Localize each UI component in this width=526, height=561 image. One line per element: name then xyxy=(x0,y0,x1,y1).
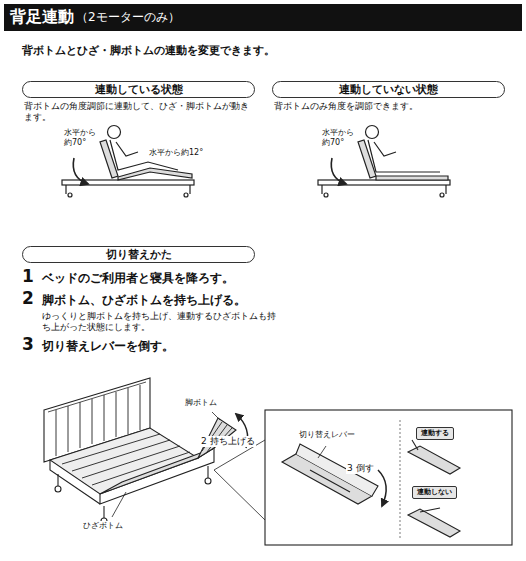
node-text: 連動していない状態 xyxy=(279,83,498,96)
bed-figure xyxy=(48,382,146,412)
illustration-part xyxy=(80,402,81,448)
illustration-part xyxy=(104,395,105,441)
bed-unlinked-figure xyxy=(318,126,450,198)
node-text: 連動している状態 xyxy=(29,83,248,96)
illustration-part xyxy=(128,388,129,434)
bed-unlinked-figure xyxy=(318,180,450,185)
lever-detail xyxy=(420,508,440,512)
step-text: 切り替えレバーを倒す。 xyxy=(42,339,174,354)
lever-detail xyxy=(296,444,378,496)
lever-detail xyxy=(408,446,460,474)
bed-unlinked-figure xyxy=(445,185,446,194)
bed-linked-figure xyxy=(65,185,66,194)
angle-label: 水平から約70° xyxy=(322,128,358,148)
bed-unlinked-figure xyxy=(331,158,346,184)
illustration-part xyxy=(92,452,190,485)
bed-linked-figure xyxy=(73,158,88,184)
bed-linked-figure xyxy=(184,193,188,197)
bed-figure xyxy=(212,412,220,420)
title-bar xyxy=(4,4,522,31)
bed-figure xyxy=(55,486,61,492)
illustration-part xyxy=(140,385,141,430)
section-heading: 連動している状態 xyxy=(22,81,255,98)
section-heading: 連動していない状態 xyxy=(272,81,505,98)
bed-figure xyxy=(44,378,265,524)
part-label: 切り替えレバー xyxy=(298,430,356,440)
lever-detail xyxy=(318,446,326,458)
bed-figure xyxy=(103,506,104,518)
bed-unlinked-figure xyxy=(321,185,322,194)
step-text: 脚ボトム、ひざボトムを持ち上げる。 xyxy=(42,293,246,308)
bed-unlinked-figure xyxy=(374,142,396,156)
part-label: 脚ボトム xyxy=(184,398,218,408)
bed-figure xyxy=(207,466,208,478)
bed-unlinked-figure xyxy=(440,193,444,197)
step-callout: 3 倒す xyxy=(346,463,375,474)
step-number: 2 xyxy=(22,288,34,309)
lever-detail xyxy=(310,470,350,492)
section-heading: 切り替えかた xyxy=(22,246,255,263)
bed-unlinked-figure xyxy=(368,140,440,172)
step-text: ベッドのご利用者と寝具を降ろす。 xyxy=(42,271,234,286)
bed-figure xyxy=(112,492,126,517)
illustration-part xyxy=(72,440,170,471)
illustration-part xyxy=(92,399,93,444)
bed-linked-figure xyxy=(116,142,138,156)
bed-figure xyxy=(205,478,211,484)
illustration-part xyxy=(68,406,69,452)
bed-linked-figure xyxy=(62,126,194,198)
bed-linked-figure xyxy=(108,126,121,139)
state-description: 背ボトムの角度調節に連動して、ひざ・脚ボトムが動きます。 xyxy=(24,101,256,122)
node-text: 連動する xyxy=(421,429,449,438)
node-text: 連動しない xyxy=(417,488,452,497)
lever-detail xyxy=(378,470,386,506)
part-label: ひざボトム xyxy=(82,521,124,531)
illustration-part xyxy=(62,434,160,464)
bed-linked-figure xyxy=(189,185,190,194)
angle-label: 水平から約12° xyxy=(148,148,204,158)
bed-linked-figure xyxy=(118,168,192,180)
angle-label: 水平から約70° xyxy=(64,128,100,148)
illustration-part xyxy=(82,446,180,478)
illustration-part xyxy=(56,410,57,456)
lever-detail xyxy=(265,410,512,545)
intro-text: 背ボトムとひざ・脚ボトムの連動を変更できます。 xyxy=(22,44,275,58)
step-note: ゆっくりと脚ボトムを持ち上げ、連動するひざボトムも持ち上がった状態にします。 xyxy=(42,311,282,334)
bed-linked-figure xyxy=(68,193,72,197)
lever-detail xyxy=(265,410,512,545)
node-text: 切り替えかた xyxy=(29,248,248,261)
bed-figure xyxy=(100,448,214,504)
title-bar xyxy=(4,4,522,31)
state-tag: 連動する xyxy=(416,427,454,440)
state-tag: 連動しない xyxy=(412,486,457,499)
illustration-part xyxy=(116,392,117,437)
step-number: 3 xyxy=(22,334,34,355)
step-number: 1 xyxy=(22,266,34,287)
bed-figure xyxy=(57,474,58,486)
lever-detail xyxy=(400,420,401,540)
lever-detail xyxy=(408,509,460,537)
state-description: 背ボトムのみ角度を調節できます。 xyxy=(274,101,506,112)
title-note: （2モーターのみ） xyxy=(76,10,180,25)
bed-figure xyxy=(100,448,214,494)
bed-unlinked-figure xyxy=(324,193,328,197)
bed-figure xyxy=(50,460,100,504)
page-title: 背足連動 xyxy=(10,7,74,27)
lever-detail xyxy=(412,440,418,450)
bed-figure xyxy=(214,470,265,520)
bed-unlinked-figure xyxy=(366,126,379,139)
step-callout: 2 持ち上げる xyxy=(200,436,256,447)
bed-unlinked-figure xyxy=(376,176,448,180)
